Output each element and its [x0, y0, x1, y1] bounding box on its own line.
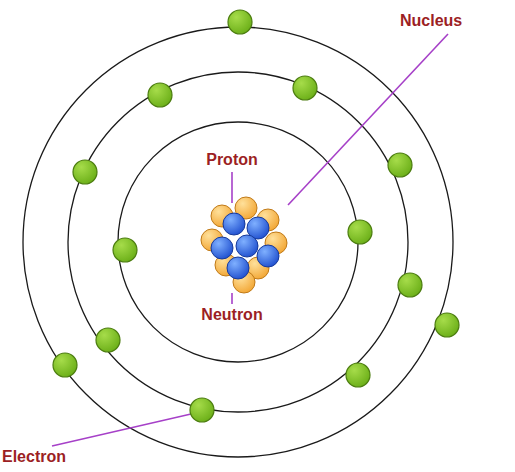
leader-line [231, 172, 233, 203]
proton-sphere [211, 237, 233, 259]
leader-line [52, 414, 191, 446]
electron-dot [293, 76, 317, 100]
electron-dot [348, 220, 372, 244]
proton-sphere [227, 257, 249, 279]
part-label-box: Nucleus [400, 12, 462, 30]
electron-group [53, 10, 459, 422]
proton-sphere [236, 235, 258, 257]
electron-dot [113, 238, 137, 262]
leader-line [231, 293, 233, 304]
part-label: Nucleus [400, 12, 462, 29]
electron-dot [148, 83, 172, 107]
part-label: Neutron [201, 306, 262, 323]
part-label: Proton [206, 151, 258, 168]
electron-dot [73, 160, 97, 184]
leader-line [288, 34, 448, 205]
electron-dot [228, 10, 252, 34]
nucleus-cluster [201, 197, 287, 293]
electron-dot [53, 353, 77, 377]
part-label-box: Neutron [201, 306, 262, 324]
proton-sphere [257, 245, 279, 267]
electron-dot [96, 328, 120, 352]
proton-sphere [223, 213, 245, 235]
part-label: Electron [2, 448, 66, 465]
electron-dot [388, 153, 412, 177]
inner-shell [118, 122, 358, 362]
electron-dot [346, 363, 370, 387]
middle-shell [68, 72, 408, 412]
part-label-box: Electron [2, 448, 66, 466]
electron-dot [190, 398, 214, 422]
part-label-box: Proton [206, 151, 258, 169]
electron-dot [435, 313, 459, 337]
electron-dot [398, 273, 422, 297]
outer-shell [23, 27, 453, 457]
